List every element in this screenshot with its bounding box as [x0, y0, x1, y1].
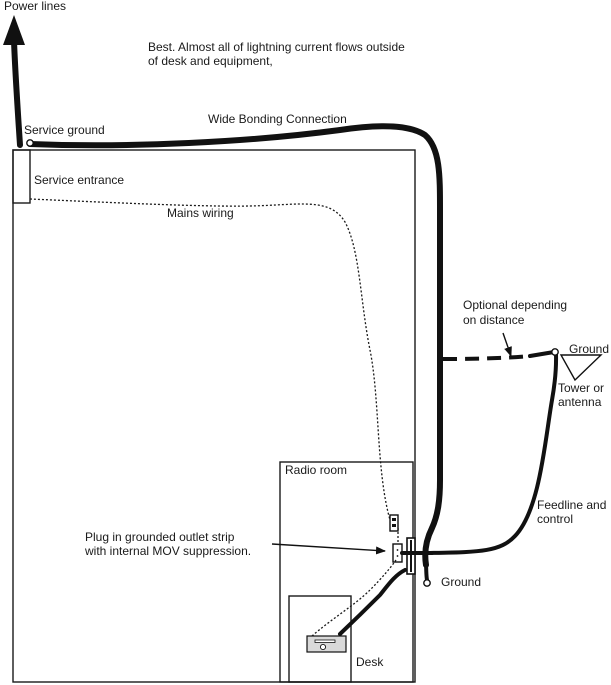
- outlet-slot-bottom: [392, 524, 396, 527]
- caption-line2: of desk and equipment,: [148, 54, 273, 68]
- wide-bonding-connection: [27, 123, 443, 568]
- outlet-dot-bottom: [396, 555, 399, 557]
- desk-outline: [288, 595, 352, 683]
- optional-pointer: [502, 332, 512, 357]
- radio-room-label: Radio room: [285, 463, 347, 477]
- desk-label: Desk: [356, 655, 384, 669]
- feedline-cable: [428, 351, 559, 555]
- optional-bond-tail: [528, 350, 556, 358]
- ground-lead: [424, 551, 429, 582]
- tower-ground-label: Ground: [569, 342, 609, 356]
- equipment-power-cable: [311, 559, 397, 637]
- outlet-slot-top: [392, 518, 396, 521]
- feedline-label-line1: Feedline and: [537, 498, 606, 512]
- service-ground-label: Service ground: [24, 123, 105, 137]
- service-entrance-box: [12, 149, 31, 204]
- outlet-strip: [389, 514, 399, 532]
- service-entrance-label: Service entrance: [34, 173, 124, 187]
- outlet-dot-top: [396, 549, 399, 551]
- mains-wiring-label: Mains wiring: [167, 206, 234, 220]
- mains-wiring: [29, 198, 391, 521]
- radio-display: [314, 639, 336, 643]
- radio-knob: [319, 643, 327, 651]
- power-lines-label: Power lines: [4, 0, 66, 13]
- tower-label-line2: antenna: [558, 395, 602, 409]
- house-outline: [12, 149, 416, 683]
- plug-label-line1: Plug in grounded outlet strip: [85, 530, 235, 544]
- tower-ground-terminal: [551, 348, 559, 356]
- equipment-cable: [338, 568, 407, 636]
- optional-bond-dashed: [442, 354, 531, 361]
- optional-label-line2: on distance: [463, 313, 525, 327]
- feedline-label-line2: control: [537, 512, 573, 526]
- ground-label: Ground: [441, 575, 481, 589]
- plug-label-line2: with internal MOV suppression.: [84, 544, 251, 558]
- service-ground-terminal: [26, 139, 34, 147]
- tower-antenna-symbol: [559, 354, 603, 382]
- radio-equipment: [306, 635, 347, 653]
- power-lines-riser: [11, 37, 23, 148]
- plug-pointer: [271, 543, 386, 555]
- power-lines-arrowhead: [3, 15, 25, 45]
- optional-label-line1: Optional depending: [463, 298, 567, 312]
- bottom-ground-terminal: [423, 579, 431, 587]
- caption-line1: Best. Almost all of lightning current fl…: [148, 40, 405, 54]
- tower-label-line1: Tower or: [558, 381, 604, 395]
- wide-bonding-label: Wide Bonding Connection: [208, 112, 347, 126]
